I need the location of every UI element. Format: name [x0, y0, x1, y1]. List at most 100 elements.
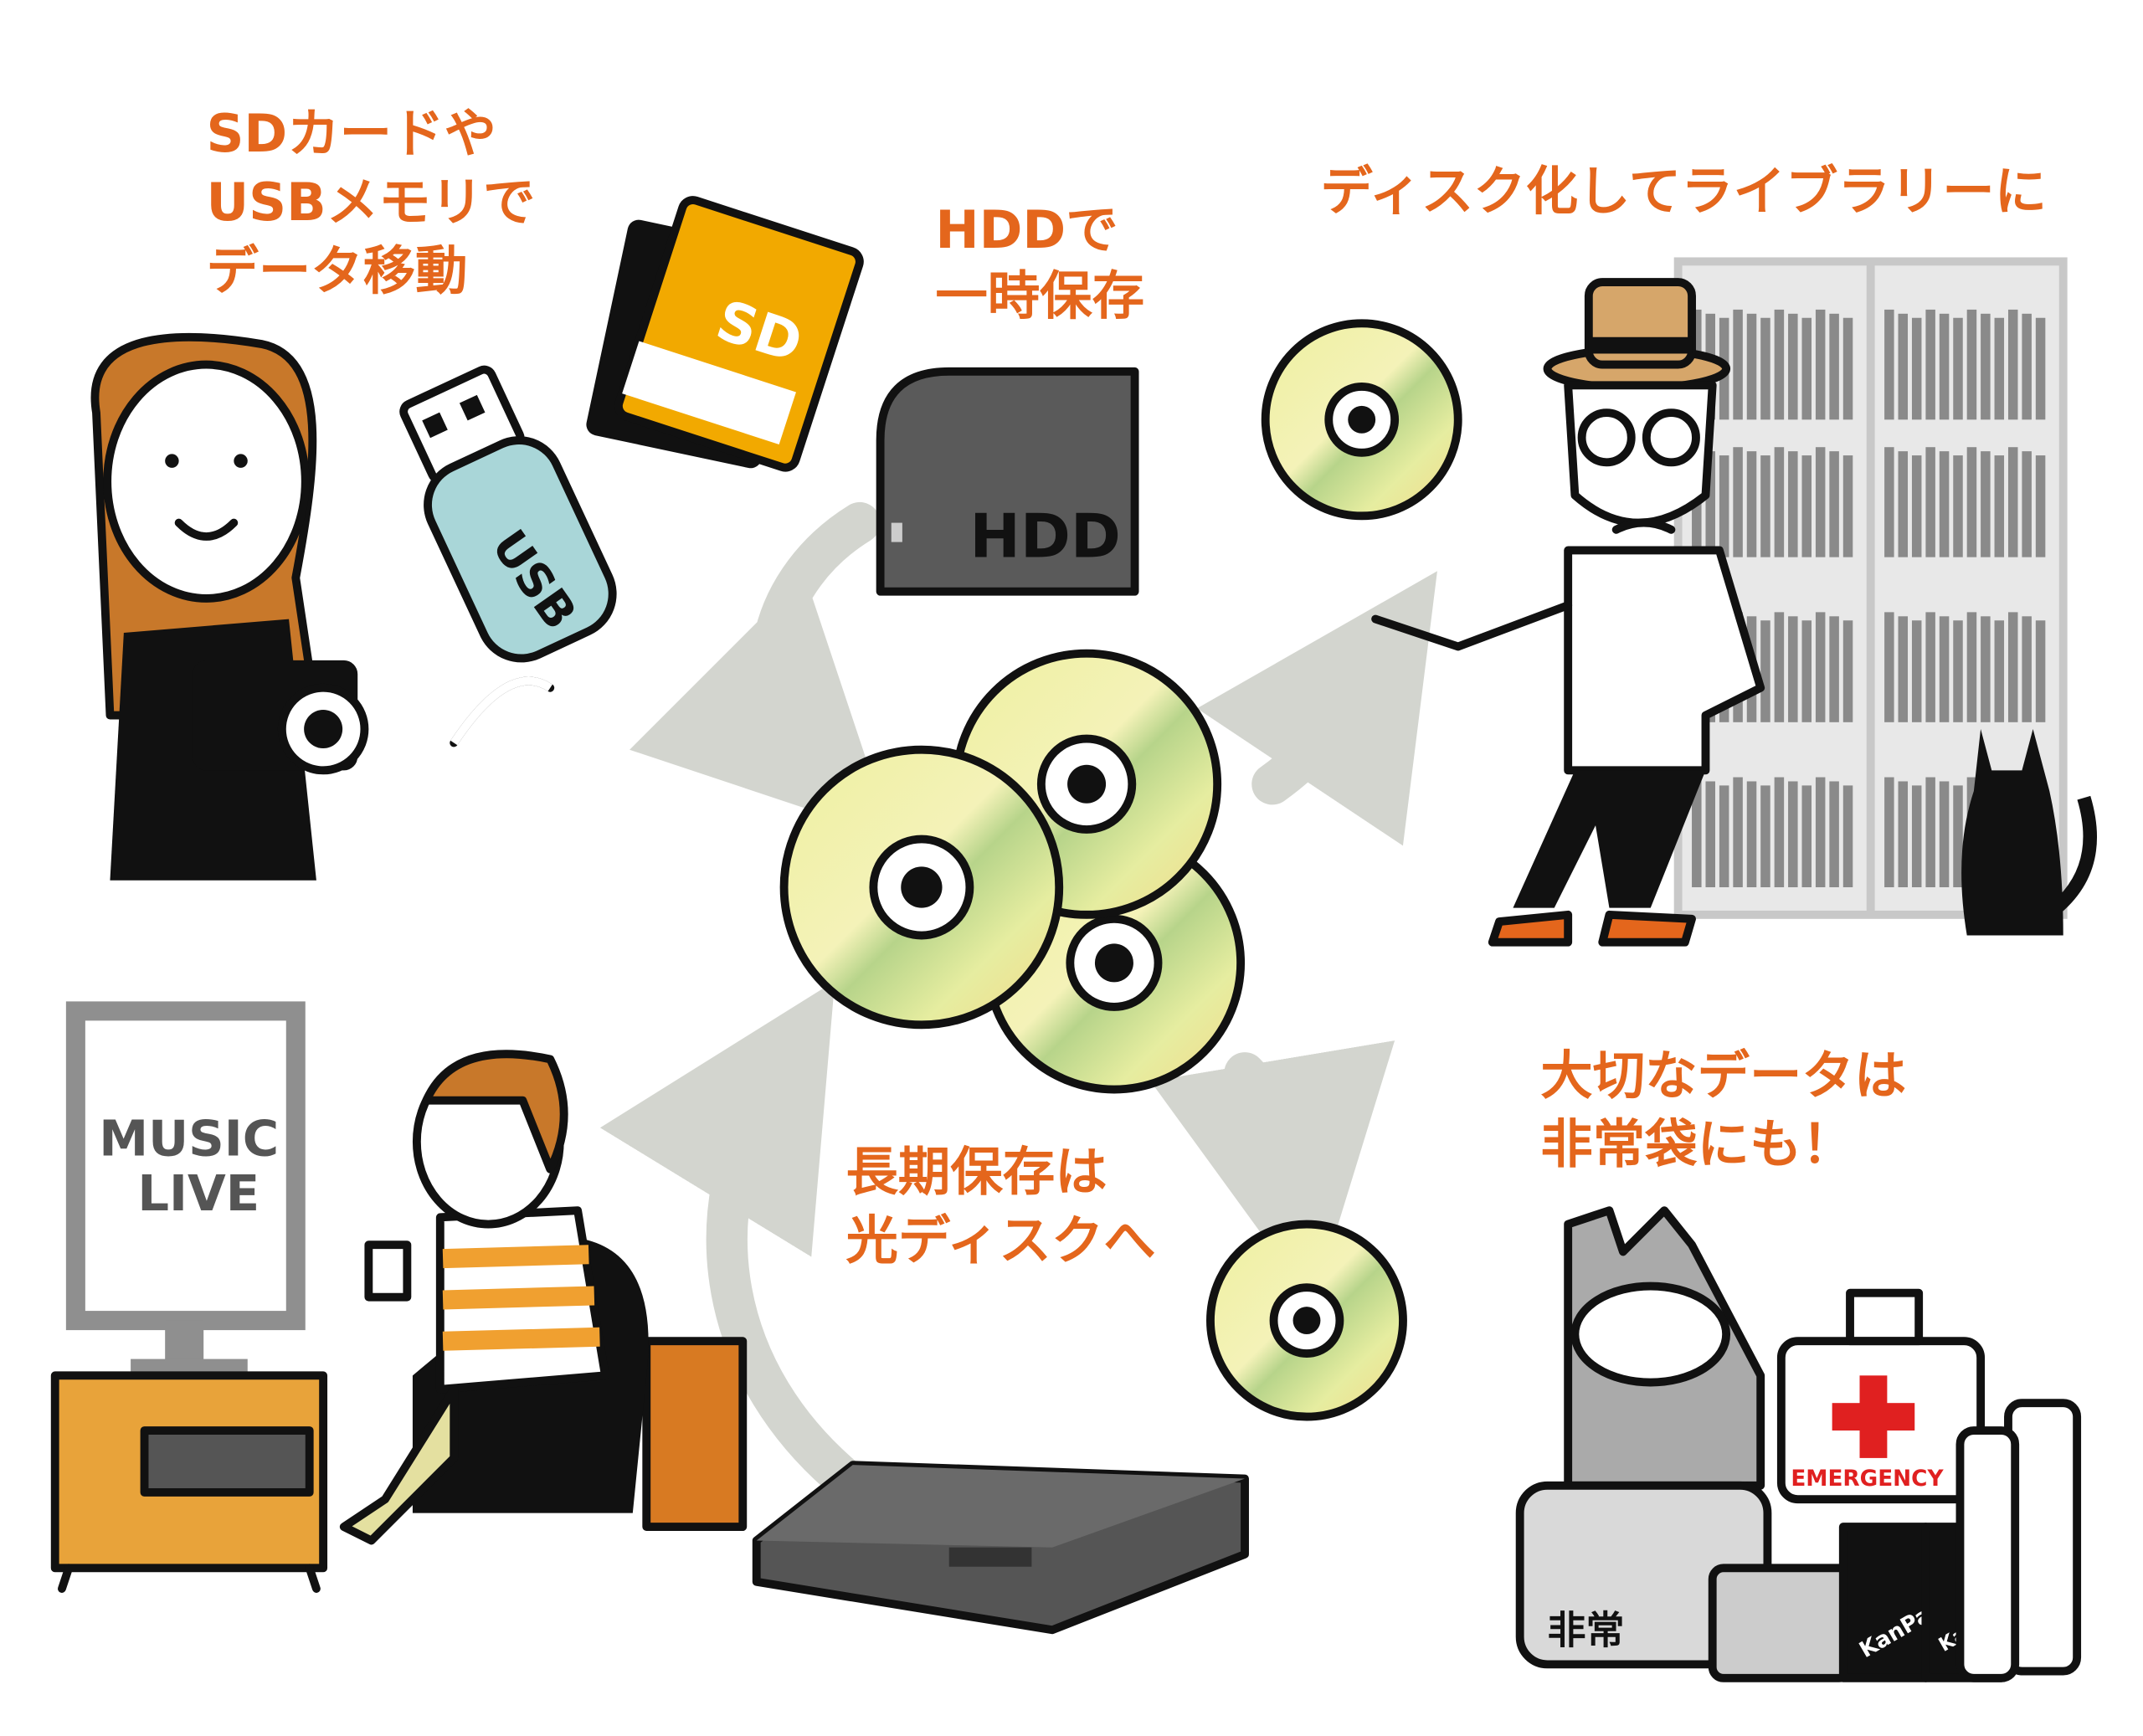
book: [2035, 620, 2046, 722]
caption-sd-usb: SDカードや USBメモリで データ移動: [206, 103, 553, 301]
book: [2007, 447, 2018, 557]
hdd-label: HDD: [969, 502, 1121, 573]
book: [1939, 616, 1950, 722]
book: [1801, 620, 1812, 722]
man-with-hat: [1371, 278, 1765, 947]
book: [1911, 455, 1922, 557]
book: [2035, 317, 2046, 420]
book: [1884, 612, 1894, 722]
book: [1898, 313, 1909, 420]
book: [1842, 785, 1853, 888]
book: [1829, 781, 1839, 888]
book: [1981, 313, 1991, 420]
book: [1760, 785, 1770, 888]
book: [1911, 785, 1922, 888]
book: [1925, 447, 1935, 557]
disc: [779, 745, 1064, 1030]
book: [1719, 455, 1729, 557]
book: [1953, 317, 1963, 420]
book: [1774, 612, 1785, 722]
caption-hdd: HDDで 一時保存: [935, 199, 1144, 326]
book: [1815, 612, 1826, 722]
book: [1884, 777, 1894, 888]
book: [1966, 447, 1977, 557]
book: [1898, 616, 1909, 722]
book: [1788, 781, 1798, 888]
book: [1788, 313, 1798, 420]
book: [1815, 447, 1826, 557]
book: [1925, 612, 1935, 722]
book: [1898, 451, 1909, 557]
book: [1692, 777, 1702, 888]
book: [1842, 455, 1853, 557]
book: [1966, 612, 1977, 722]
book: [1746, 313, 1757, 420]
book: [1898, 781, 1909, 888]
book: [1884, 309, 1894, 420]
book: [1733, 777, 1743, 888]
book: [1788, 451, 1798, 557]
book: [1774, 777, 1785, 888]
book: [1760, 455, 1770, 557]
hdd-illustration: HDD: [876, 367, 1139, 596]
book: [2022, 313, 2032, 420]
book: [1733, 447, 1743, 557]
book: [1801, 317, 1812, 420]
book: [1705, 451, 1715, 557]
book: [2022, 451, 2032, 557]
arrow-hdd-to-discs: [630, 501, 892, 838]
book: [1705, 781, 1715, 888]
book: [1815, 309, 1826, 420]
caption-longterm: 長期保存は 光ディスクへ: [846, 1141, 1156, 1271]
emergency-disc: [1206, 1220, 1407, 1421]
book: [1815, 777, 1826, 888]
tv-illustration: MUSIC LIVE: [65, 1001, 306, 1376]
arrow-discs-to-library: [1196, 571, 1437, 846]
book: [1746, 781, 1757, 888]
book: [1774, 447, 1785, 557]
disc-recorder: [752, 1461, 1249, 1635]
usb-stick-illustration: USB: [399, 365, 617, 663]
book: [1953, 455, 1963, 557]
book: [1760, 317, 1770, 420]
arrow-recorder-to-discs: [599, 981, 874, 1507]
book: [1994, 317, 2005, 420]
book: [1760, 620, 1770, 722]
book: [1746, 451, 1757, 557]
book: [1911, 620, 1922, 722]
book: [1981, 451, 1991, 557]
book: [1925, 309, 1935, 420]
book: [1801, 785, 1812, 888]
book: [1788, 616, 1798, 722]
book: [2022, 616, 2032, 722]
tv-label-music: MUSIC: [99, 1109, 279, 1167]
book: [1719, 785, 1729, 888]
book: [1994, 455, 2005, 557]
book: [1939, 451, 1950, 557]
tv-stand: [50, 1371, 328, 1593]
book: [1966, 309, 1977, 420]
book: [1939, 313, 1950, 420]
arrow-discs-to-emergency: [1150, 1040, 1395, 1306]
emergency-box-label: EMERGENCY: [1791, 1466, 1944, 1492]
book: [1981, 616, 1991, 722]
library-disc: [1261, 319, 1462, 521]
book: [1925, 777, 1935, 888]
tv-label-live: LIVE: [137, 1164, 260, 1222]
emergency-kit: 非常 EMERGENCY KanPa Kanpan: [1515, 1206, 2082, 1682]
book: [1842, 620, 1853, 722]
woman-with-camera: [90, 332, 555, 881]
disc-stack: [779, 649, 1246, 1094]
caption-library: ディスク化してライブラリーに: [1320, 161, 2047, 222]
book: [2035, 455, 2046, 557]
sd-card-illustration: SD: [586, 196, 864, 472]
book: [1733, 309, 1743, 420]
sitting-man: [339, 1050, 748, 1545]
book: [1953, 785, 1963, 888]
book: [1774, 309, 1785, 420]
black-cat: [1961, 729, 2097, 936]
book: [1911, 317, 1922, 420]
caption-emergency: 大切なデータは 非常袋にも！: [1540, 1045, 1925, 1174]
book: [1829, 451, 1839, 557]
